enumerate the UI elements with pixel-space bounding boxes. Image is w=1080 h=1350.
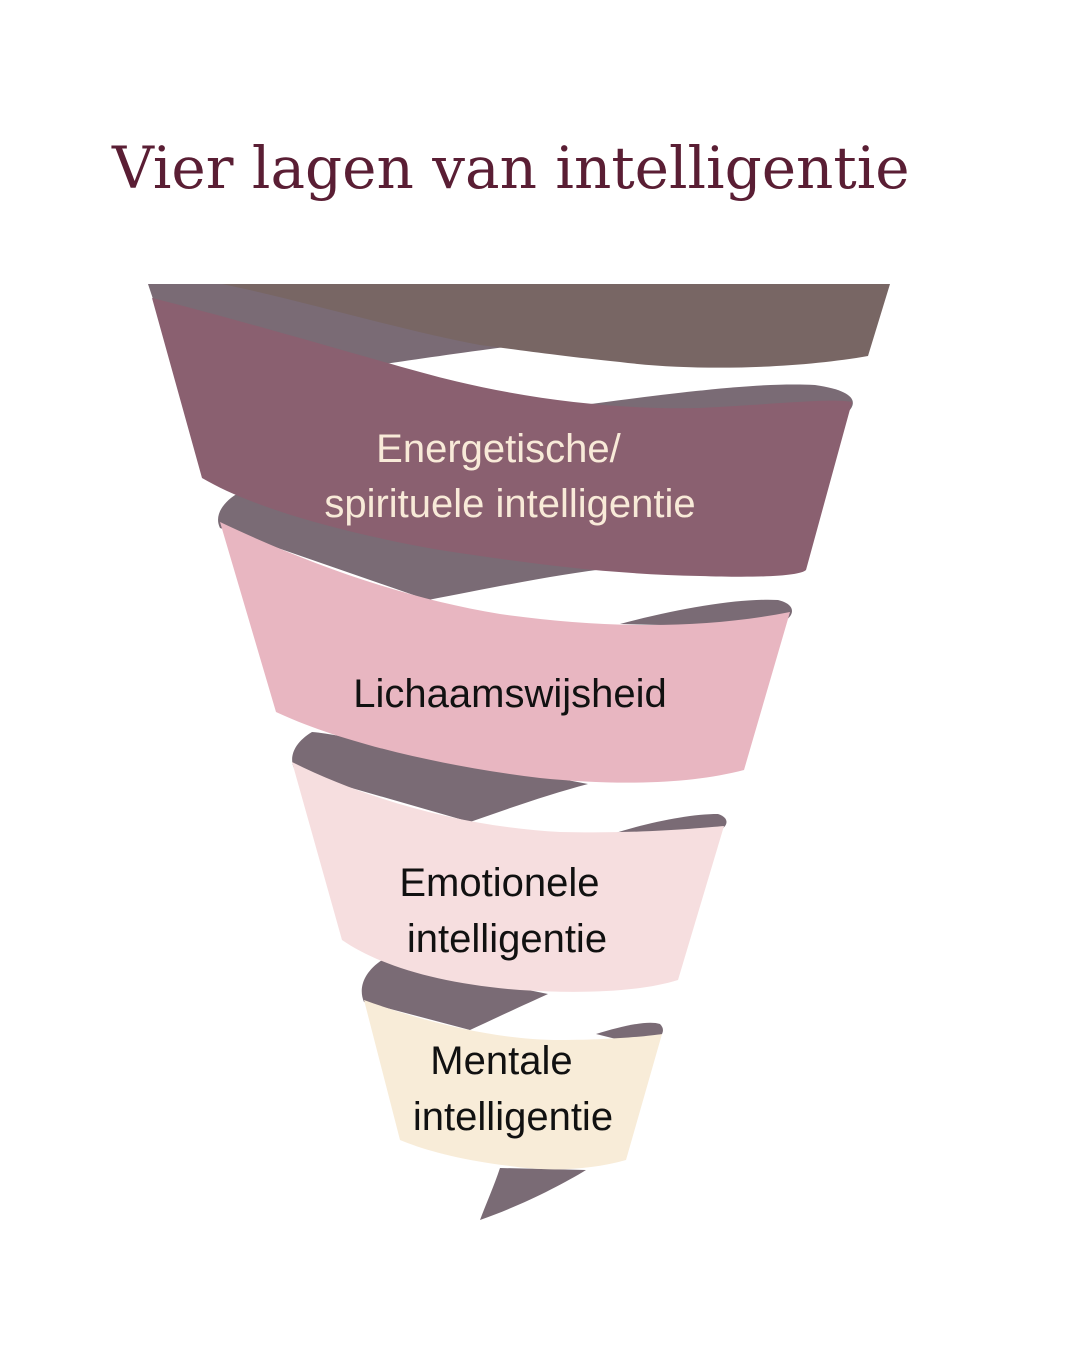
layer-label-body-wisdom: Lichaamswijsheid bbox=[353, 672, 666, 716]
page-title: Vier lagen van intelligentie bbox=[112, 134, 910, 202]
ribbon-top-band bbox=[222, 284, 890, 368]
ribbon-back-fold bbox=[361, 960, 548, 1030]
ribbon-back-fold bbox=[292, 732, 588, 822]
layer-label-line: Emotionele bbox=[399, 861, 599, 905]
layer-band-mental bbox=[364, 1000, 662, 1170]
layer-label-energetic: Energetische/ spirituele intelligentie bbox=[324, 427, 695, 526]
layer-label-line: intelligentie bbox=[407, 917, 607, 961]
layer-band-body-wisdom bbox=[220, 522, 790, 783]
ribbon-back-folds bbox=[148, 284, 853, 1220]
layer-label-line: spirituele intelligentie bbox=[324, 482, 695, 526]
layer-label-mental: Mentale intelligentie bbox=[413, 1039, 613, 1139]
ribbon-back-fold bbox=[596, 1022, 663, 1040]
layer-label-line: Mentale bbox=[430, 1039, 572, 1083]
layer-band-emotional bbox=[292, 762, 724, 992]
layer-label-line: Energetische/ bbox=[376, 427, 621, 471]
ribbon-tail bbox=[480, 1168, 586, 1220]
layer-label-line: Lichaamswijsheid bbox=[353, 672, 666, 716]
layer-label-emotional: Emotionele intelligentie bbox=[399, 861, 610, 961]
layer-band-energetic bbox=[152, 298, 852, 577]
layer-label-line: intelligentie bbox=[413, 1095, 613, 1139]
